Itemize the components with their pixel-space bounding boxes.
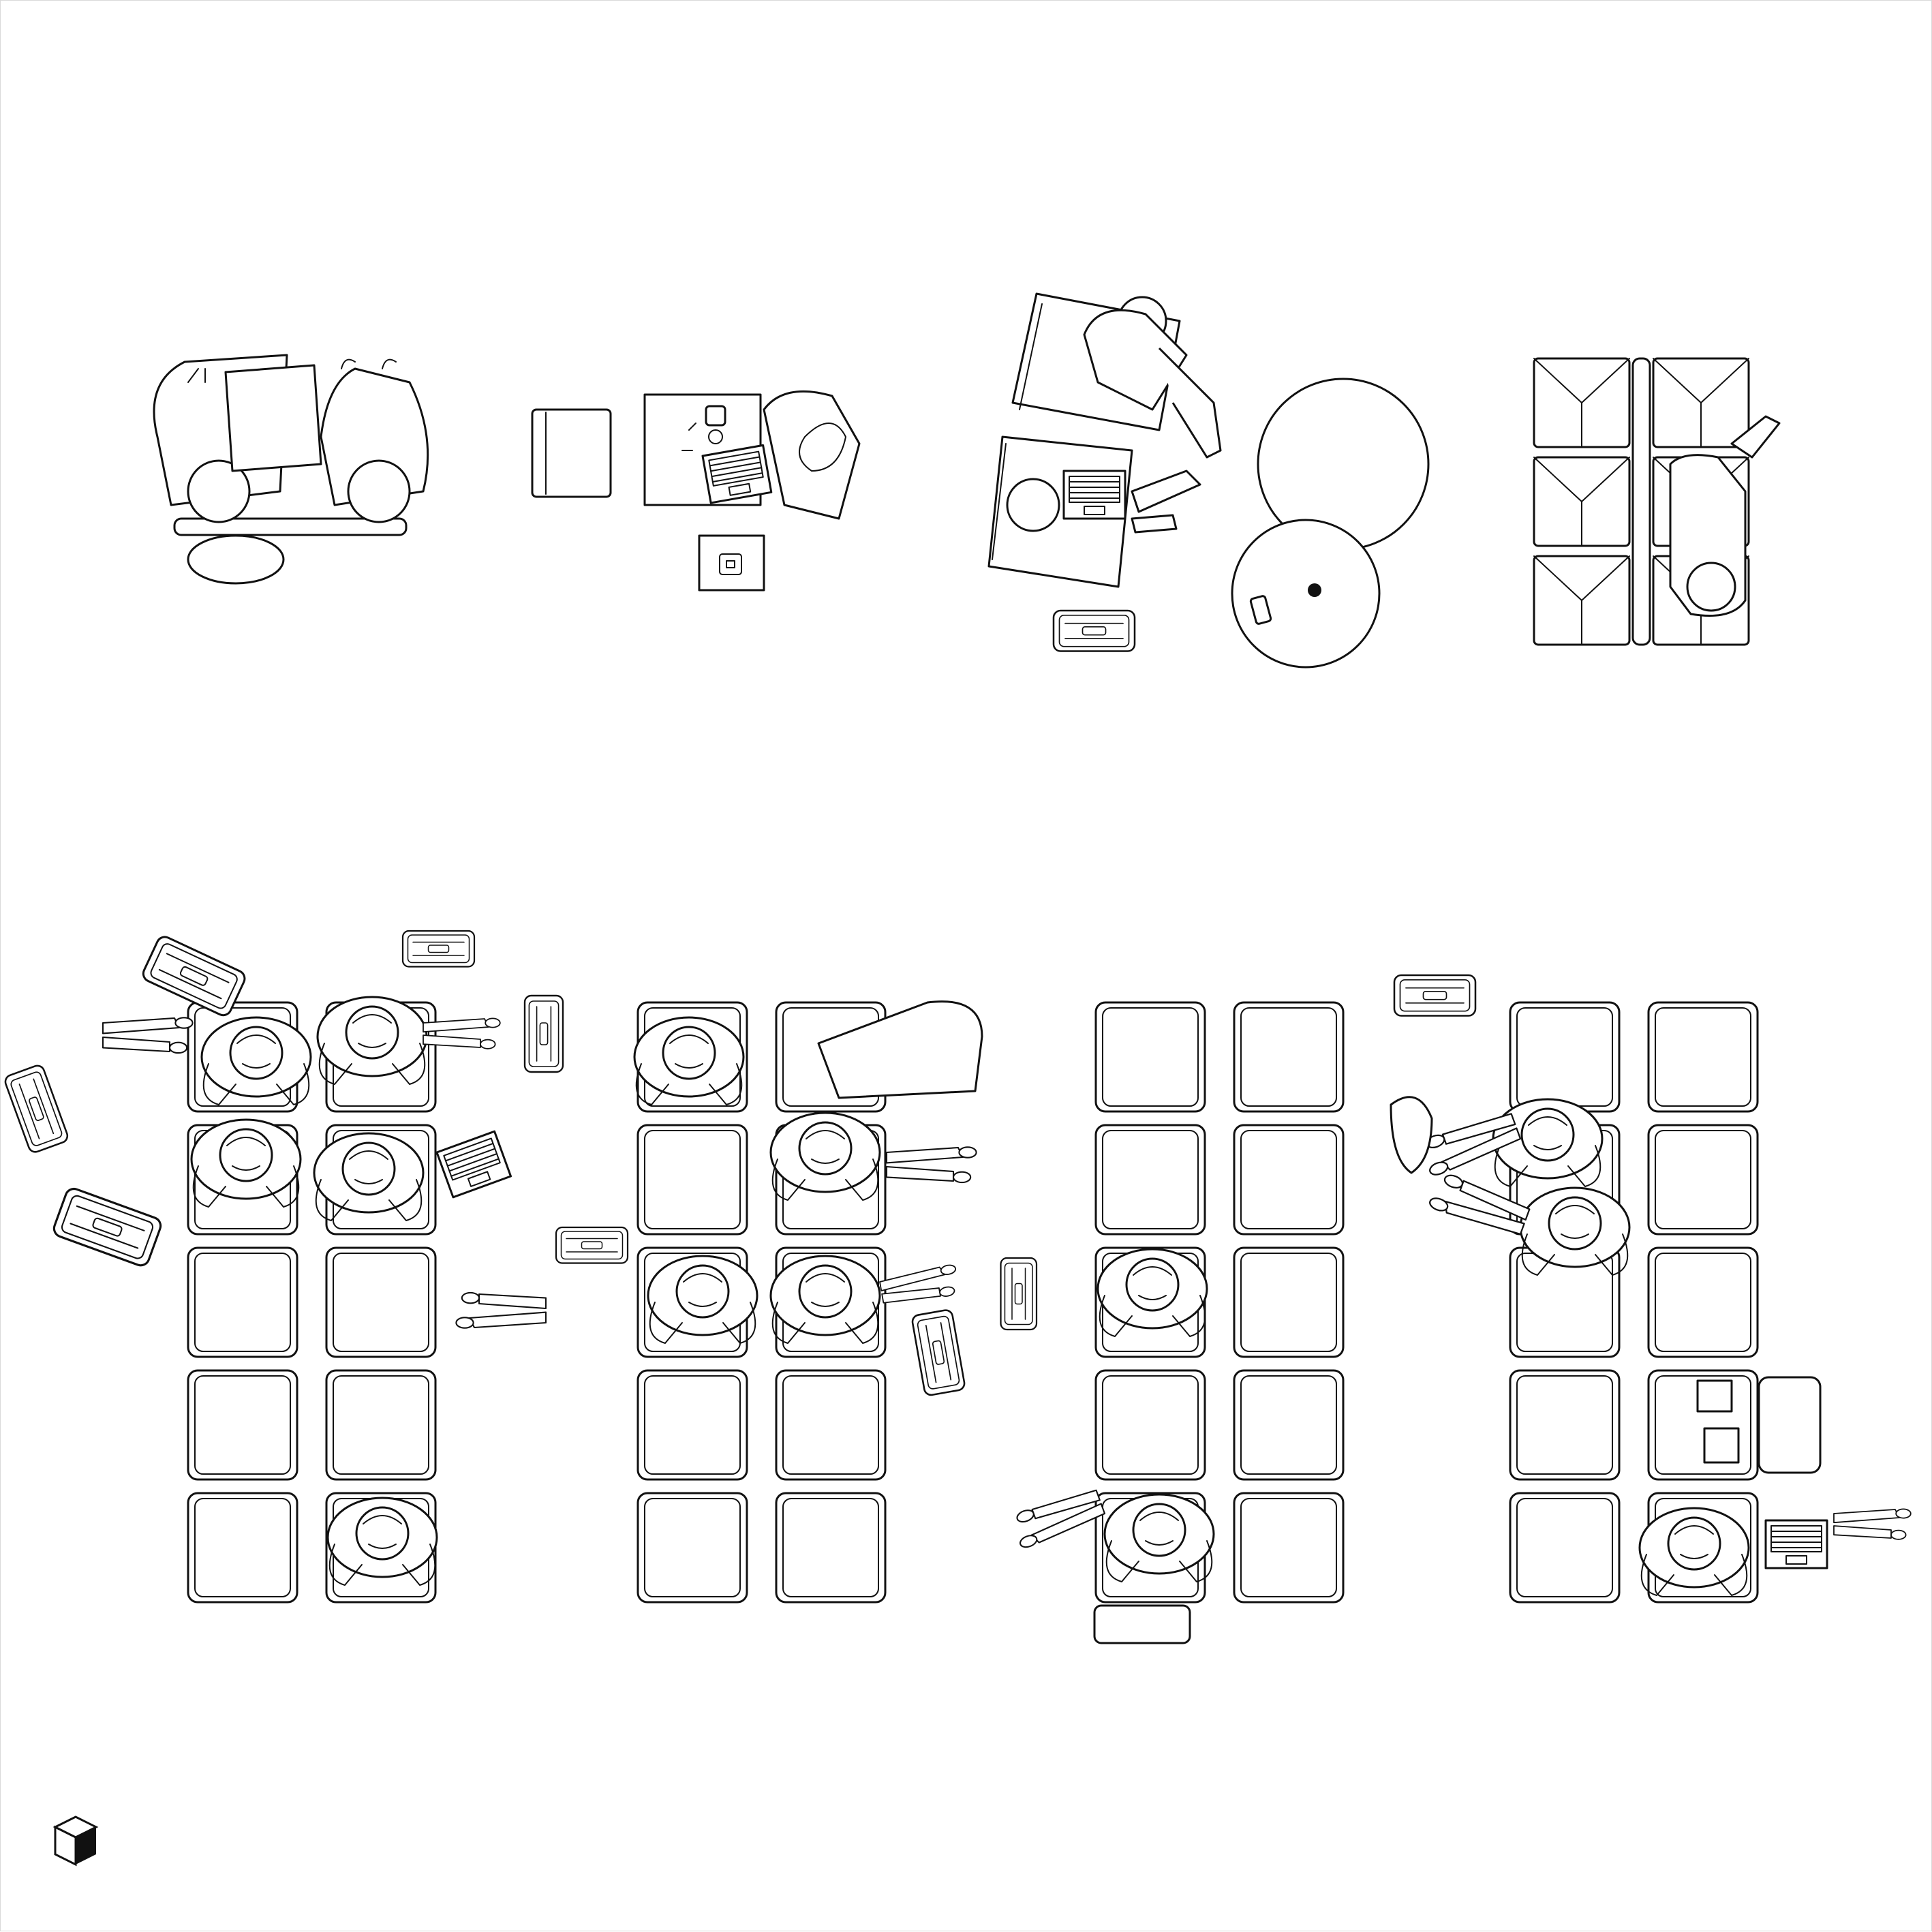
ottoman (531, 408, 612, 498)
side-table (698, 534, 765, 592)
isometric-cube-logo-icon (52, 1815, 99, 1867)
waiting-bench-rows-1 (2, 930, 512, 1604)
seated-person-left-head (187, 459, 251, 523)
sofa-base (173, 517, 408, 536)
lounge-seat-grid (1533, 357, 1781, 646)
bag (187, 534, 285, 585)
newspaper (224, 364, 322, 472)
waiting-bench-rows-3 (1000, 1001, 1345, 1644)
waiting-bench-rows-2 (455, 994, 983, 1604)
bag (1093, 1604, 1191, 1644)
tablet (1703, 1427, 1740, 1464)
sofa-pair-with-people (153, 354, 429, 585)
chairs-and-round-tables (987, 292, 1430, 669)
work-table-with-laptop (531, 390, 861, 592)
phone-icon (1249, 595, 1272, 625)
tablet (1696, 1379, 1733, 1413)
luggage-upright (1758, 1376, 1822, 1474)
coat-on-bench (817, 1000, 983, 1099)
round-table-small (1231, 519, 1381, 669)
backpack (1390, 1096, 1433, 1174)
seated-person-working (763, 390, 861, 520)
waiting-bench-rows-4 (1390, 974, 1912, 1604)
seated-person-right-head (347, 459, 411, 523)
cup-icon (705, 405, 726, 427)
